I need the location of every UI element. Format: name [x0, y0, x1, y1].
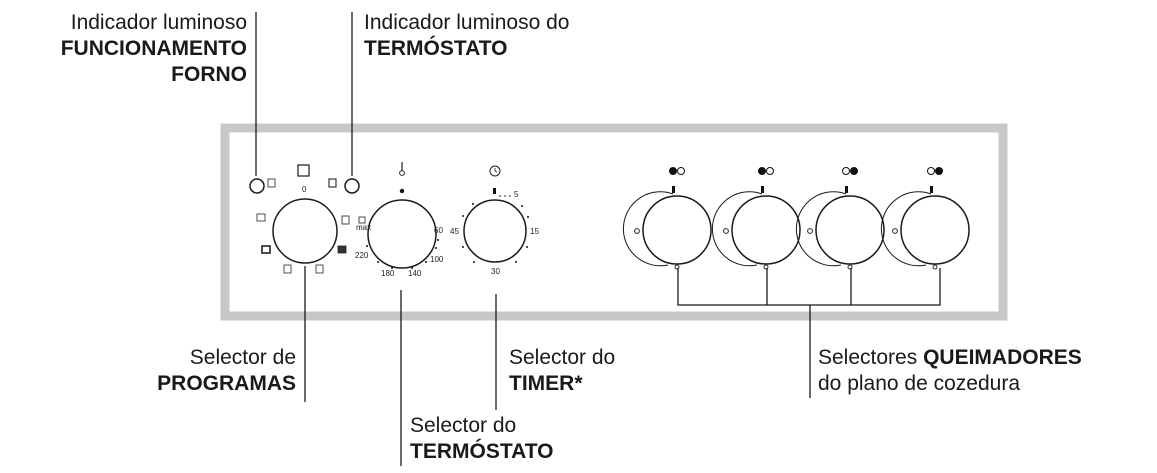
flame-icon — [723, 228, 729, 234]
thermostat-mark-max: max — [356, 223, 371, 232]
burner-position-icon — [842, 167, 850, 175]
control-panel-frame — [220, 123, 1008, 321]
thermostat-mark-60: 60 — [434, 226, 443, 235]
burner-position-icon — [669, 167, 677, 175]
burner-knob-2 — [711, 167, 801, 270]
program-mode-icon — [337, 245, 347, 254]
burner-knob-4 — [880, 167, 970, 270]
burner-position-icon — [766, 167, 774, 175]
clock-icon — [494, 170, 498, 173]
program-selector-knob: 0 — [256, 178, 350, 274]
program-mode-icon — [256, 213, 266, 222]
timer-mark-15: 15 — [530, 227, 539, 236]
program-selector-label: Selector de PROGRAMAS — [157, 346, 296, 395]
program-mode-icon — [267, 178, 276, 188]
thermostat-mark-220: 220 — [355, 251, 369, 260]
flame-icon — [892, 228, 898, 234]
program-mode-icon — [283, 264, 292, 274]
leader-lines — [255, 12, 941, 466]
burner-position-icon — [927, 167, 935, 175]
oven-function-light — [249, 178, 265, 194]
flame-icon — [807, 228, 813, 234]
timer-selector-knob: 5 15 30 45 — [450, 165, 539, 276]
timer-mark-5: 5 — [514, 190, 519, 199]
flame-icon — [634, 228, 640, 234]
burner-knob-3 — [795, 167, 885, 270]
burner-position-icon — [677, 167, 685, 175]
timer-selector-label: Selector do TIMER* — [509, 346, 616, 395]
timer-mark-45: 45 — [450, 227, 459, 236]
burner-knob-1 — [622, 167, 712, 270]
oven-function-light-label: Indicador luminoso FUNCIONAMENTO FORNO — [60, 11, 247, 86]
thermostat-light — [344, 178, 360, 194]
burner-selectors-label: Selectores QUEIMADORES do plano de cozed… — [818, 346, 1082, 395]
timer-mark-30: 30 — [491, 267, 500, 276]
program-mode-icon — [328, 178, 337, 188]
thermostat-mark-100: 100 — [430, 255, 444, 264]
flame-icon — [932, 264, 938, 270]
thermometer-icon — [399, 170, 405, 176]
program-mode-icon — [261, 245, 271, 254]
burner-position-icon — [935, 167, 943, 175]
program-mark-zero: 0 — [302, 185, 307, 194]
thermostat-mark-140: 140 — [408, 269, 422, 278]
program-mode-icon — [341, 215, 350, 225]
burner-position-icon — [850, 167, 858, 175]
thermostat-selector-knob: max 220 180 140 100 60 — [355, 162, 444, 278]
program-mode-icon — [315, 264, 324, 274]
thermostat-selector-label: Selector do TERMÓSTATO — [410, 414, 554, 463]
thermostat-mark-180: 180 — [381, 269, 395, 278]
thermostat-light-label: Indicador luminoso do TERMÓSTATO — [364, 11, 570, 60]
burner-position-icon — [758, 167, 766, 175]
program-symbol-icon — [297, 164, 310, 177]
